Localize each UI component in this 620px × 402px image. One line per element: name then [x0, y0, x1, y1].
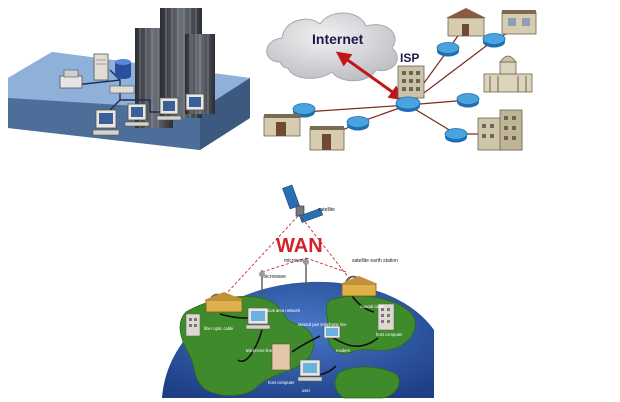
router-icon — [456, 93, 480, 108]
router-icon — [444, 128, 468, 143]
router-icon — [109, 85, 135, 94]
microwave-label: microwave — [262, 274, 286, 280]
internet-label: Internet — [312, 31, 364, 47]
wan-title: WAN — [276, 235, 323, 257]
printer-icon — [59, 69, 83, 89]
computer-icon — [323, 325, 341, 339]
microwave-label: microwave — [284, 258, 308, 264]
microwave-tower-icon — [303, 258, 309, 286]
isp-label: ISP — [400, 51, 419, 65]
router-icon — [346, 116, 370, 131]
land-mass — [334, 366, 400, 399]
twisted-pair-telephone-line-label: twisted pair telephone line — [298, 322, 347, 327]
shop-building-icon — [501, 10, 537, 35]
router-icon — [395, 96, 421, 112]
computer-icon — [297, 359, 323, 382]
government-building-icon — [483, 55, 533, 93]
computer-icon — [245, 307, 271, 330]
local-area-network-label: local area network — [266, 308, 301, 313]
host-computer-label: host computer — [268, 380, 295, 385]
isp-panel: Internet ISP — [263, 8, 537, 151]
router-icon — [482, 33, 506, 48]
microwave-tower-icon — [259, 270, 265, 296]
building-icon — [377, 303, 395, 331]
shop-building-icon — [309, 126, 345, 151]
host-computer-label: host computer — [376, 332, 403, 337]
building-icon — [185, 313, 201, 337]
modem-label: modem — [336, 348, 350, 353]
workstation-icon — [185, 93, 205, 111]
workstation-icon — [124, 103, 150, 127]
house-icon — [446, 8, 486, 37]
office-building-icon — [477, 109, 523, 151]
database-icon — [115, 59, 131, 79]
lan-panel — [8, 8, 250, 150]
land-mass — [179, 296, 314, 396]
telephone-line-label: telephone line — [246, 348, 273, 353]
satellite-dish-icon — [340, 275, 378, 297]
isp-building-icon — [397, 65, 425, 99]
workstation-icon — [92, 109, 120, 136]
fiber-optic-cable-label: fiber optic cable — [204, 326, 234, 331]
wan-panel: satellite WAN microwave microwave satell… — [162, 184, 434, 399]
wireless-beams — [225, 215, 353, 295]
user-label: user — [302, 388, 311, 393]
internet-isp-arrow — [335, 51, 405, 101]
workstation-icon — [156, 97, 182, 121]
satellite-icon — [282, 184, 324, 223]
coaxial-cable-label: coaxial cable — [360, 304, 385, 309]
host-computer-icon — [271, 343, 291, 371]
wan-labels: coaxial cable host computer fiber optic … — [204, 304, 403, 393]
satellite-earth-station-label: satellite earth station — [352, 258, 398, 264]
router-icon — [436, 42, 460, 57]
shop-building-icon — [263, 114, 301, 137]
satellite-label: satellite — [318, 207, 335, 213]
server-icon — [93, 53, 109, 81]
satellite-dish-icon — [204, 292, 244, 313]
